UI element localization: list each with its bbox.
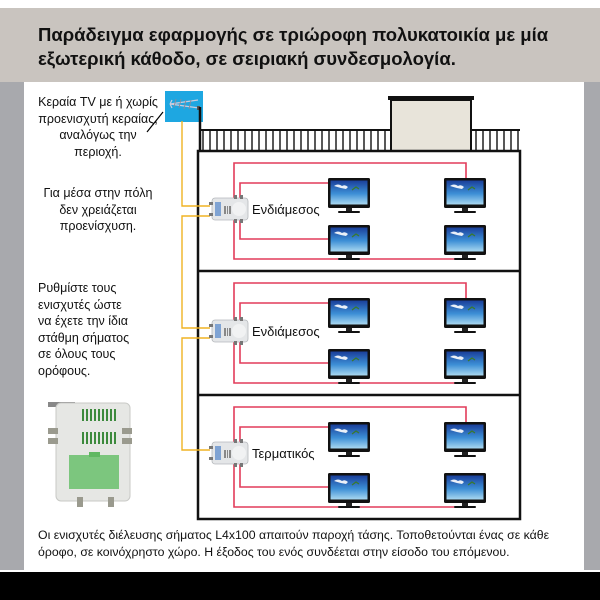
floor-coax (239, 302, 330, 320)
amplifier-icon (208, 438, 249, 468)
antenna-icon (165, 91, 203, 122)
city-note: Για μέσα στην πόλη δεν χρειάζεται προενί… (43, 186, 153, 233)
penthouse (390, 99, 472, 152)
tv-icon (443, 177, 487, 214)
amplifier-label: Ενδιάμεσος (252, 202, 320, 217)
floor-coax (239, 182, 330, 198)
floor-coax (239, 342, 330, 364)
left-side-bar (0, 82, 24, 570)
tv-icon (443, 297, 487, 334)
amplifier-icon (208, 194, 249, 224)
amplifier-photo (48, 402, 132, 507)
bottom-bar (0, 572, 600, 600)
tv-icon (327, 224, 371, 261)
floor-coax (233, 282, 467, 320)
top-margin (0, 0, 600, 8)
footer-description: Οι ενισχυτές διέλευσης σήματος L4x100 απ… (38, 528, 550, 559)
tv-icon (327, 472, 371, 509)
amplifier-label: Τερματικός (252, 446, 315, 461)
adjust-note: Ρυθμίστε τους ενισχυτές ώστε να έχετε τη… (38, 281, 130, 378)
floor-2: Ενδιάμεσος (208, 282, 487, 385)
amplifier-icon (208, 316, 249, 346)
floor-coax (239, 464, 330, 488)
antenna-pointer (146, 111, 164, 133)
main-coax-cable (181, 121, 210, 451)
floor-coax (233, 406, 467, 442)
tv-icon (327, 348, 371, 385)
tv-icon (443, 472, 487, 509)
right-side-bar (584, 82, 600, 570)
tv-icon (443, 348, 487, 385)
penthouse-roof (388, 96, 474, 100)
tv-icon (443, 421, 487, 458)
amplifier-label: Ενδιάμεσος (252, 324, 320, 339)
header-banner: Παράδειγμα εφαρμογής σε τριώροφη πολυκατ… (0, 8, 600, 82)
floor-1: Ενδιάμεσος (208, 162, 487, 261)
tv-icon (443, 224, 487, 261)
building-outline (196, 149, 522, 521)
tv-icon (327, 297, 371, 334)
tv-icon (327, 177, 371, 214)
floor-coax (239, 220, 330, 240)
floor-coax (239, 426, 330, 442)
floor-coax (233, 162, 467, 198)
antenna-note: Κεραία TV με ή χωρίς προενισχυτή κεραίας… (38, 95, 158, 159)
floor-3: Τερματικός (208, 406, 487, 509)
roof-railing (200, 129, 520, 151)
page-title: Παράδειγμα εφαρμογής σε τριώροφη πολυκατ… (38, 24, 549, 69)
tv-icon (327, 421, 371, 458)
